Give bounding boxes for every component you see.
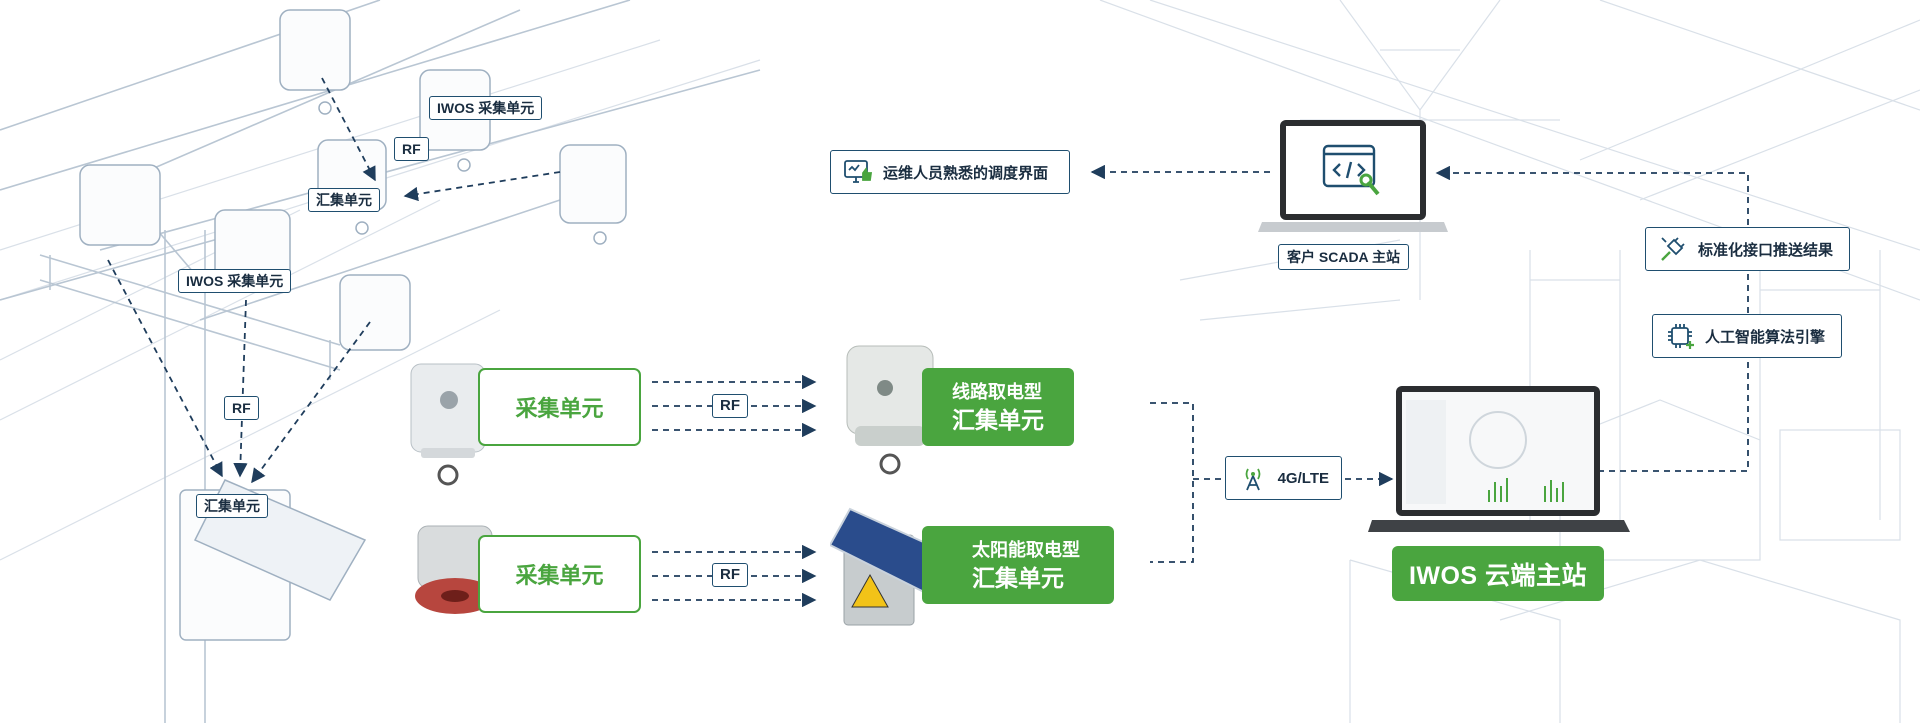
api-label: 标准化接口推送结果 (1698, 241, 1834, 259)
row2-collect-unit-label: 采集单元 (478, 535, 641, 613)
chip-icon (1665, 321, 1695, 351)
ops-dispatch-interface-callout: 运维人员熟悉的调度界面 (830, 150, 1070, 194)
label-aggregate-unit-bottom: 汇集单元 (196, 494, 268, 518)
label-aggregate-unit-top: 汇集单元 (308, 188, 380, 212)
row1-aggregator-line2: 汇集单元 (952, 407, 1044, 433)
standard-interface-callout: 标准化接口推送结果 (1645, 227, 1850, 271)
row2-aggregator-line2: 汇集单元 (972, 565, 1064, 591)
row2-aggregator-line1: 太阳能取电型 (972, 540, 1080, 560)
row2-aggregator-box: 太阳能取电型 汇集单元 (922, 526, 1114, 604)
iwos-cloud-master-station: IWOS 云端主站 (1392, 546, 1604, 601)
row1-rf-chip: RF (712, 394, 748, 418)
scada-laptop-icon (1258, 120, 1448, 232)
label-collect-unit-top: IWOS 采集单元 (429, 96, 543, 120)
scada-master-station-label: 客户 SCADA 主站 (1278, 244, 1410, 270)
ai-label: 人工智能算法引擎 (1705, 328, 1826, 346)
code-wrench-icon (1320, 142, 1384, 200)
antenna-icon (1238, 463, 1268, 493)
label-collect-unit-mid: IWOS 采集单元 (178, 269, 292, 293)
collect-device-white-icon (410, 363, 486, 486)
plug-icon (1658, 234, 1688, 264)
row1-aggregator-line1: 线路取电型 (952, 382, 1042, 402)
ops-label: 运维人员熟悉的调度界面 (883, 164, 1049, 182)
cloud-laptop-dashboard-icon (1368, 386, 1630, 532)
label-rf-mid: RF (224, 396, 259, 420)
row2-rf-chip: RF (712, 563, 748, 587)
network-4g-lte-callout: 4G/LTE (1225, 456, 1342, 500)
network-label: 4G/LTE (1277, 469, 1329, 487)
monitor-thumbsup-icon (843, 157, 873, 187)
row1-aggregator-box: 线路取电型 汇集单元 (922, 368, 1074, 446)
ai-engine-callout: 人工智能算法引擎 (1652, 314, 1842, 358)
collect-device-red-icon (415, 525, 495, 614)
row1-collect-unit-label: 采集单元 (478, 368, 641, 446)
label-rf-top: RF (394, 137, 429, 161)
